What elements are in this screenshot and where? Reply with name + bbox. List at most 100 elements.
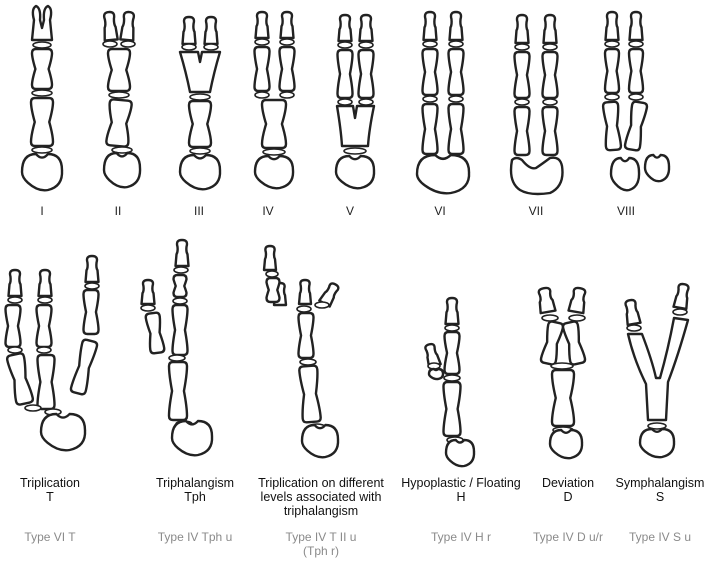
type-code-symphalangism: Type IV S u [628,530,692,544]
type-4-metacarpal [260,98,288,150]
type-7-notched-trapezium [509,156,564,196]
caption-hypoplastic: Hypoplastic / Floating H [401,476,521,504]
symphalangism-joint [672,308,688,316]
type-1-trapezium [20,152,64,192]
deviation-distal-b [567,286,587,315]
type-8-trapezium-b [643,153,671,183]
type-2-distal-phalanx-b [119,10,136,42]
type-3-distal-phalanx-a [181,15,197,46]
symphalangism-joint [647,422,667,430]
type-2-trapezium [102,151,142,189]
type-4-trapezium [253,154,295,190]
type-4-joint [254,38,270,46]
hypoplastic-proximal [443,330,461,376]
triphalangism-joint [168,354,186,362]
triplication-proximal-c [82,288,100,336]
type-4-proximal-phalanx-b [278,45,296,93]
type-1-joint [31,89,53,97]
type-5-joint [337,98,353,106]
triplication-levels-distal-d [318,282,340,308]
deviation-joint [541,314,559,322]
triplication-levels-trapezium [300,423,340,459]
triphalangism-joint [140,304,156,312]
type-1-proximal-phalanx [30,47,54,91]
triplication-distal-b [37,268,53,298]
type-1-bifid-distal-phalanx [30,4,54,42]
type-6-ray-2-metacarpal [447,102,465,156]
type-2-joint [108,91,130,99]
triplication-trapezium [39,412,87,452]
triplication-proximal-b [35,303,53,349]
deviation-distal-a [537,286,557,315]
type-3-bifid-proximal-phalanx [178,50,222,94]
type-7-ray-1-distal-phalanx [514,13,530,45]
type-6-ray-1-metacarpal [421,102,439,156]
triplication-joint [24,404,42,412]
triplication-levels-proximal [297,311,315,360]
type-7-ray-1-joint [514,43,530,51]
type-1-joint [32,41,52,49]
deviation-trapezium [548,428,584,460]
triplication-levels-distal-a [262,244,278,272]
symphalangism-trapezium [638,427,676,459]
label-type-8: VIII [616,204,636,218]
caption-name: Symphalangism [615,476,705,490]
triplication-levels-metacarpal [298,364,322,424]
triplication-distal-a [7,268,23,298]
label-type-6: VI [434,204,446,218]
type-1-joint [31,146,53,154]
type-6-ray-2-distal-phalanx [448,10,464,42]
type-3-joint [189,93,211,101]
hypoplastic-trapezium [444,438,476,468]
caption-code: H [456,490,466,504]
triplication-levels-joint [314,301,330,309]
caption-code: S [655,490,665,504]
type-4-joint [279,38,295,46]
type-4-joint [254,91,270,99]
type-8-ray-1-joint [604,40,620,48]
type-5-proximal-phalanx-a [336,48,354,100]
caption-name: Deviation [541,476,595,490]
triplication-joint [7,346,23,354]
type-7-ray-1-proximal-phalanx [513,50,531,100]
triphalangism-proximal-b [171,303,189,357]
type-8-ray-2-distal-phalanx [628,10,644,42]
deviation-proximal-a [539,320,565,366]
triplication-proximal-a [4,303,22,349]
type-code-line-1: Type IV T II u [285,530,357,544]
triphalangism-distal-b [140,278,156,306]
type-6-ray-1-joint [422,95,438,103]
type-8-trapezium-a [609,156,641,192]
caption-name-line-2: levels associated with [260,490,382,504]
deviation-joint [568,314,586,322]
type-5-bifid-metacarpal [335,104,376,148]
type-5-distal-phalanx-b [358,13,374,43]
caption-name: Triplication [20,476,80,490]
type-3-joint [181,43,197,51]
caption-code: T [46,490,54,504]
type-3-metacarpal [187,99,213,149]
hypoplastic-joint [444,324,460,332]
hypoplastic-distal-a [444,296,460,326]
caption-triplication-levels: Triplication on different levels associa… [258,476,384,518]
triplication-joint [7,296,23,304]
type-6-ray-2-joint [448,40,464,48]
type-8-ray-2-joint [628,40,644,48]
caption-triphalangism: Triphalangism Tph [156,476,234,504]
deviation-metacarpal [550,368,576,428]
type-5-proximal-phalanx-b [357,48,375,100]
type-2-distal-phalanx-a [102,10,119,42]
type-5-distal-phalanx-a [337,13,353,43]
type-4-distal-phalanx-b [279,10,295,40]
bone-drawings [4,4,690,468]
type-5-joint [337,41,353,49]
type-6-trapezium [415,153,471,195]
type-7-ray-2-joint [542,43,558,51]
deviation-proximal-b [561,320,587,366]
symphalangism-joint [626,324,642,332]
type-code-deviation: Type IV D u/r [532,530,604,544]
type-8-ray-1-proximal-phalanx [603,47,621,95]
caption-name: Triphalangism [155,476,235,490]
type-6-ray-1-joint [422,40,438,48]
